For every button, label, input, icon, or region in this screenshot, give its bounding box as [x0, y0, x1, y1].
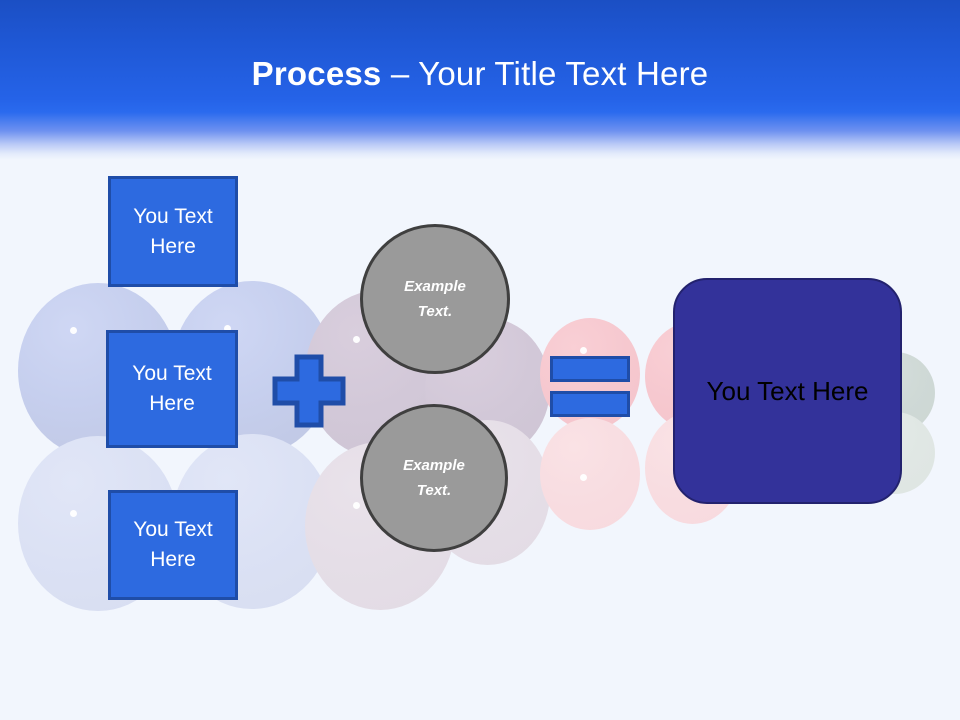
page-title-regular: – Your Title Text Here [381, 55, 709, 92]
bubble-highlight-dot [70, 510, 77, 517]
process-circle-2[interactable]: Example Text. [360, 404, 508, 552]
bubble-highlight-dot [353, 336, 360, 343]
page-title-bold: Process [251, 55, 382, 92]
process-circle-1-label: Example Text. [404, 274, 466, 324]
equals-icon-bar-top [550, 356, 630, 382]
process-circle-1[interactable]: Example Text. [360, 224, 510, 374]
result-box-label: You Text Here [706, 375, 869, 406]
bubble-highlight-dot [70, 327, 77, 334]
process-circle-1-line1: Example [404, 278, 466, 295]
process-circle-1-line2: Text. [417, 303, 453, 320]
bubble-pink-reflection-1 [540, 418, 640, 530]
bubble-highlight-dot [580, 474, 587, 481]
bubble-highlight-dot [580, 347, 587, 354]
equals-icon-gap [550, 382, 630, 391]
process-circle-2-label: Example Text. [403, 453, 465, 503]
input-box-3[interactable]: You Text Here [108, 490, 238, 600]
equals-operator[interactable] [550, 356, 630, 417]
process-circle-2-line2: Text. [416, 482, 452, 499]
input-box-2[interactable]: You Text Here [106, 330, 238, 448]
input-box-3-label: You Text Here [133, 518, 213, 571]
bubble-highlight-dot [353, 502, 360, 509]
title-band [0, 0, 960, 160]
process-circle-2-line1: Example [403, 457, 465, 474]
equals-icon-bar-bottom [550, 391, 630, 417]
input-box-1-label: You Text Here [133, 204, 213, 258]
plus-operator[interactable] [270, 352, 348, 430]
result-box[interactable]: You Text Here [673, 278, 902, 504]
input-box-1[interactable]: You Text Here [108, 176, 238, 287]
input-box-2-label: You Text Here [132, 362, 212, 415]
plus-icon [272, 354, 346, 428]
page-title: Process – Your Title Text Here [0, 52, 960, 96]
